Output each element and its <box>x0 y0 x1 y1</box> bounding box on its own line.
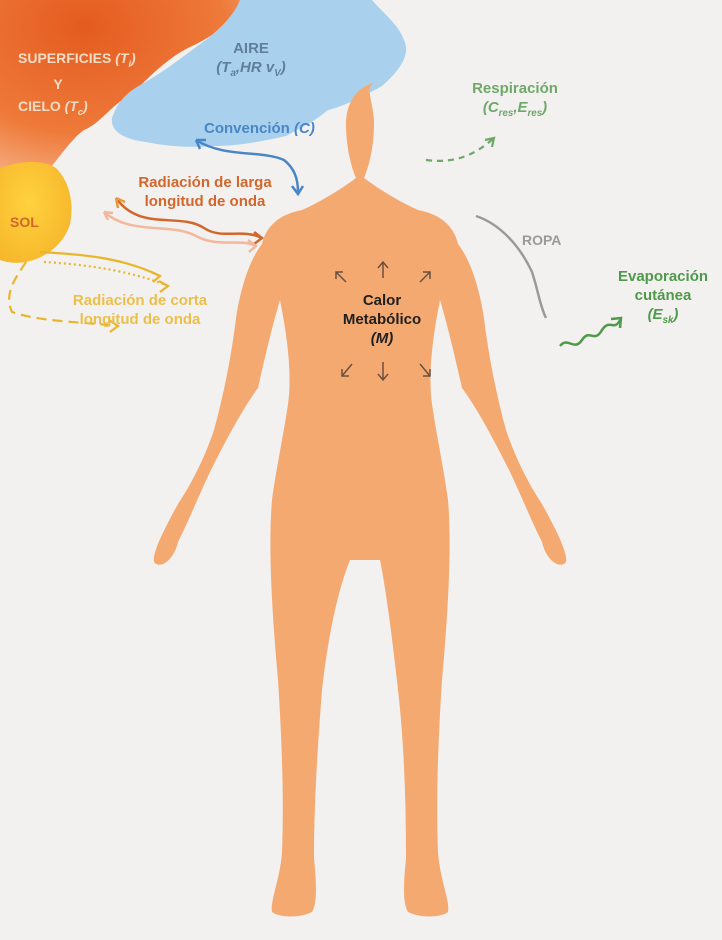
surfaces-y-text: Y <box>53 76 62 92</box>
metabolic-symbol: (M) <box>330 330 434 349</box>
respiration-sub-2: res <box>528 108 543 119</box>
shortwave-line1: Radiación de corta <box>50 292 230 311</box>
longwave-label: Radiación de larga longitud de onda <box>118 174 292 212</box>
sun-text: SOL <box>10 214 39 230</box>
air-sym-open: (T <box>216 59 230 76</box>
air-label: AIRE (Ta,HR vV) <box>196 40 306 80</box>
respiration-arrow <box>426 138 494 161</box>
surfaces-symbol: (T <box>115 50 128 66</box>
convection-text: Convención <box>204 120 294 137</box>
evaporation-label: Evaporación cutánea (Esk) <box>604 268 722 327</box>
surfaces-y-label: Y <box>48 76 68 94</box>
respiration-sym-close: ) <box>542 99 547 116</box>
metabolic-line1: Calor <box>330 292 434 311</box>
surfaces-label-text: SUPERFICIES <box>18 50 115 66</box>
evaporation-sym-open: (E <box>648 306 663 323</box>
sun-label: SOL <box>10 214 50 232</box>
air-sym-close: ) <box>281 59 286 76</box>
surfaces-symbol-close: ) <box>131 50 136 66</box>
sky-label: CIELO (Tc) <box>18 98 138 118</box>
metabolic-line2: Metabólico <box>330 311 434 330</box>
evaporation-sub: sk <box>663 315 674 326</box>
respiration-sym-mid: ,E <box>513 99 527 116</box>
shortwave-label: Radiación de corta longitud de onda <box>50 292 230 330</box>
convection-symbol: (C) <box>294 120 315 137</box>
longwave-line1: Radiación de larga <box>118 174 292 193</box>
sky-label-text: CIELO <box>18 98 65 114</box>
evaporation-sym-close: ) <box>673 306 678 323</box>
evaporation-line2: cutánea <box>604 287 722 306</box>
clothing-text: ROPA <box>522 232 561 248</box>
sky-symbol: (T <box>65 98 78 114</box>
air-title: AIRE <box>196 40 306 59</box>
evaporation-line1: Evaporación <box>604 268 722 287</box>
respiration-sym-open: (C <box>483 99 499 116</box>
surfaces-label: SUPERFICIES (Ti) <box>18 50 176 70</box>
respiration-title: Respiración <box>450 80 580 99</box>
shortwave-line2: longitud de onda <box>50 311 230 330</box>
air-sym-mid: ,HR v <box>236 59 274 76</box>
convection-label: Convención (C) <box>204 120 354 139</box>
sky-symbol-close: ) <box>83 98 88 114</box>
metabolic-label: Calor Metabólico (M) <box>330 292 434 348</box>
longwave-line2: longitud de onda <box>118 193 292 212</box>
sun-shape <box>0 162 71 263</box>
clothing-label: ROPA <box>522 232 572 250</box>
respiration-label: Respiración (Cres,Eres) <box>450 80 580 120</box>
respiration-sub-1: res <box>499 108 514 119</box>
